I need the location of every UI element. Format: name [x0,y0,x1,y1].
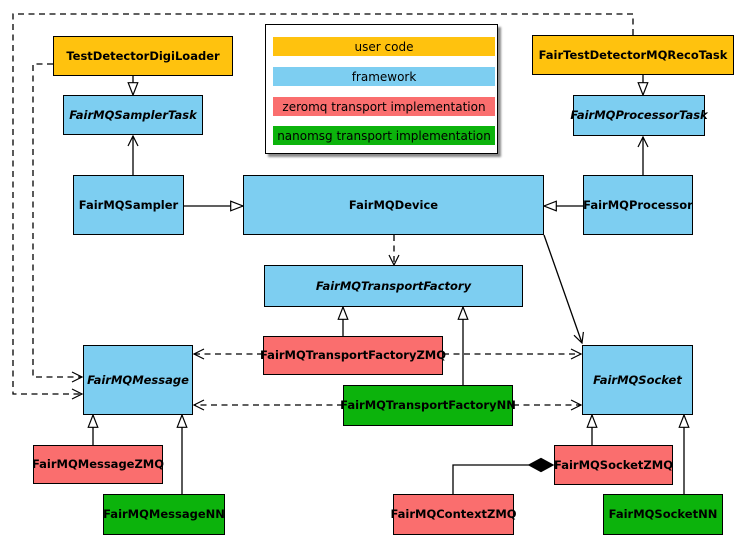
node-label: FairMQSampler [78,197,179,212]
legend-item-nanomsg: nanomsg transport implementation [273,126,495,145]
legend-label: user code [354,39,414,54]
node-fairmqtransportfactorynn: FairMQTransportFactoryNN [340,385,516,426]
legend-item-zeromq: zeromq transport implementation [273,97,495,116]
edge-contextzmq-composition-socketzmq [452,464,529,494]
node-fairmqsamplertask: FairMQSamplerTask [63,95,203,135]
node-fairmqsocket: FairMQSocket [582,345,693,415]
node-label: FairMQSocket [593,372,682,387]
node-label: FairMQProcessor [583,197,693,212]
legend-label: nanomsg transport implementation [277,128,491,143]
node-fairmqdevice: FairMQDevice [243,175,544,235]
legend-label: framework [351,69,417,84]
node-label: FairTestDetectorMQRecoTask [538,47,728,62]
node-label: FairMQSamplerTask [69,107,197,122]
node-label: FairMQTransportFactoryZMQ [260,348,447,363]
node-fairmqmessagenn: FairMQMessageNN [103,494,225,535]
legend-item-framework: framework [273,67,495,86]
node-fairmqsocketnn: FairMQSocketNN [603,494,723,535]
node-fairmqprocessor: FairMQProcessor [583,175,693,235]
node-fairtestdetectormqrecotask: FairTestDetectorMQRecoTask [532,35,734,75]
node-label: FairMQSocketNN [608,507,718,522]
legend-item-user-code: user code [273,37,495,56]
legend-label: zeromq transport implementation [282,99,486,114]
node-label: FairMQTransportFactory [315,278,472,293]
node-label: FairMQMessage [87,372,189,387]
node-testdetectordigiloader: TestDetectorDigiLoader [53,36,233,76]
edge-recotask-uses-message [12,13,634,400]
node-fairmqsampler: FairMQSampler [73,175,184,235]
node-fairmqcontextzmq: FairMQContextZMQ [390,494,517,535]
legend-box: user code framework zeromq transport imp… [265,24,498,154]
node-fairmqsocketzmq: FairMQSocketZMQ [554,445,673,485]
node-fairmqmessage: FairMQMessage [83,345,193,415]
node-fairmqtransportfactory: FairMQTransportFactory [264,265,523,307]
node-label: FairMQDevice [348,197,439,212]
node-label: FairMQProcessorTask [570,108,708,123]
node-label: TestDetectorDigiLoader [66,48,220,63]
node-label: FairMQTransportFactoryNN [340,398,516,413]
node-fairmqtransportfactoryzmq: FairMQTransportFactoryZMQ [260,336,447,375]
node-label: FairMQContextZMQ [390,507,517,522]
edge-digiloader-uses-message [32,63,84,383]
node-label: FairMQSocketZMQ [554,457,673,472]
node-fairmqprocessortask: FairMQProcessorTask [570,95,708,136]
edge-device-to-socket [543,234,584,345]
node-label: FairMQMessageNN [103,507,225,522]
composition-diamond-icon [527,457,555,473]
node-label: FairMQMessageZMQ [31,457,165,472]
node-fairmqmessagezmq: FairMQMessageZMQ [31,445,165,484]
